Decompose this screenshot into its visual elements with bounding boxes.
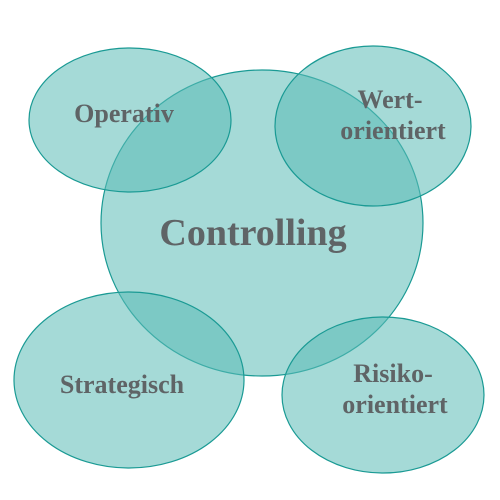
risikoorientiert-label-line1: Risiko- [353, 359, 432, 388]
wertorientiert-ellipse [274, 45, 472, 207]
strategisch-label: Strategisch [60, 370, 185, 399]
operativ-label: Operativ [74, 99, 174, 128]
risikoorientiert-ellipse [281, 316, 485, 474]
wertorientiert-label-line2: orientiert [340, 116, 446, 145]
controlling-label: Controlling [159, 212, 346, 254]
wertorientiert-label-line1: Wert- [358, 85, 423, 114]
strategisch-ellipse [13, 291, 245, 469]
operativ-ellipse [28, 47, 232, 193]
risikoorientiert-label-line2: orientiert [342, 390, 448, 419]
